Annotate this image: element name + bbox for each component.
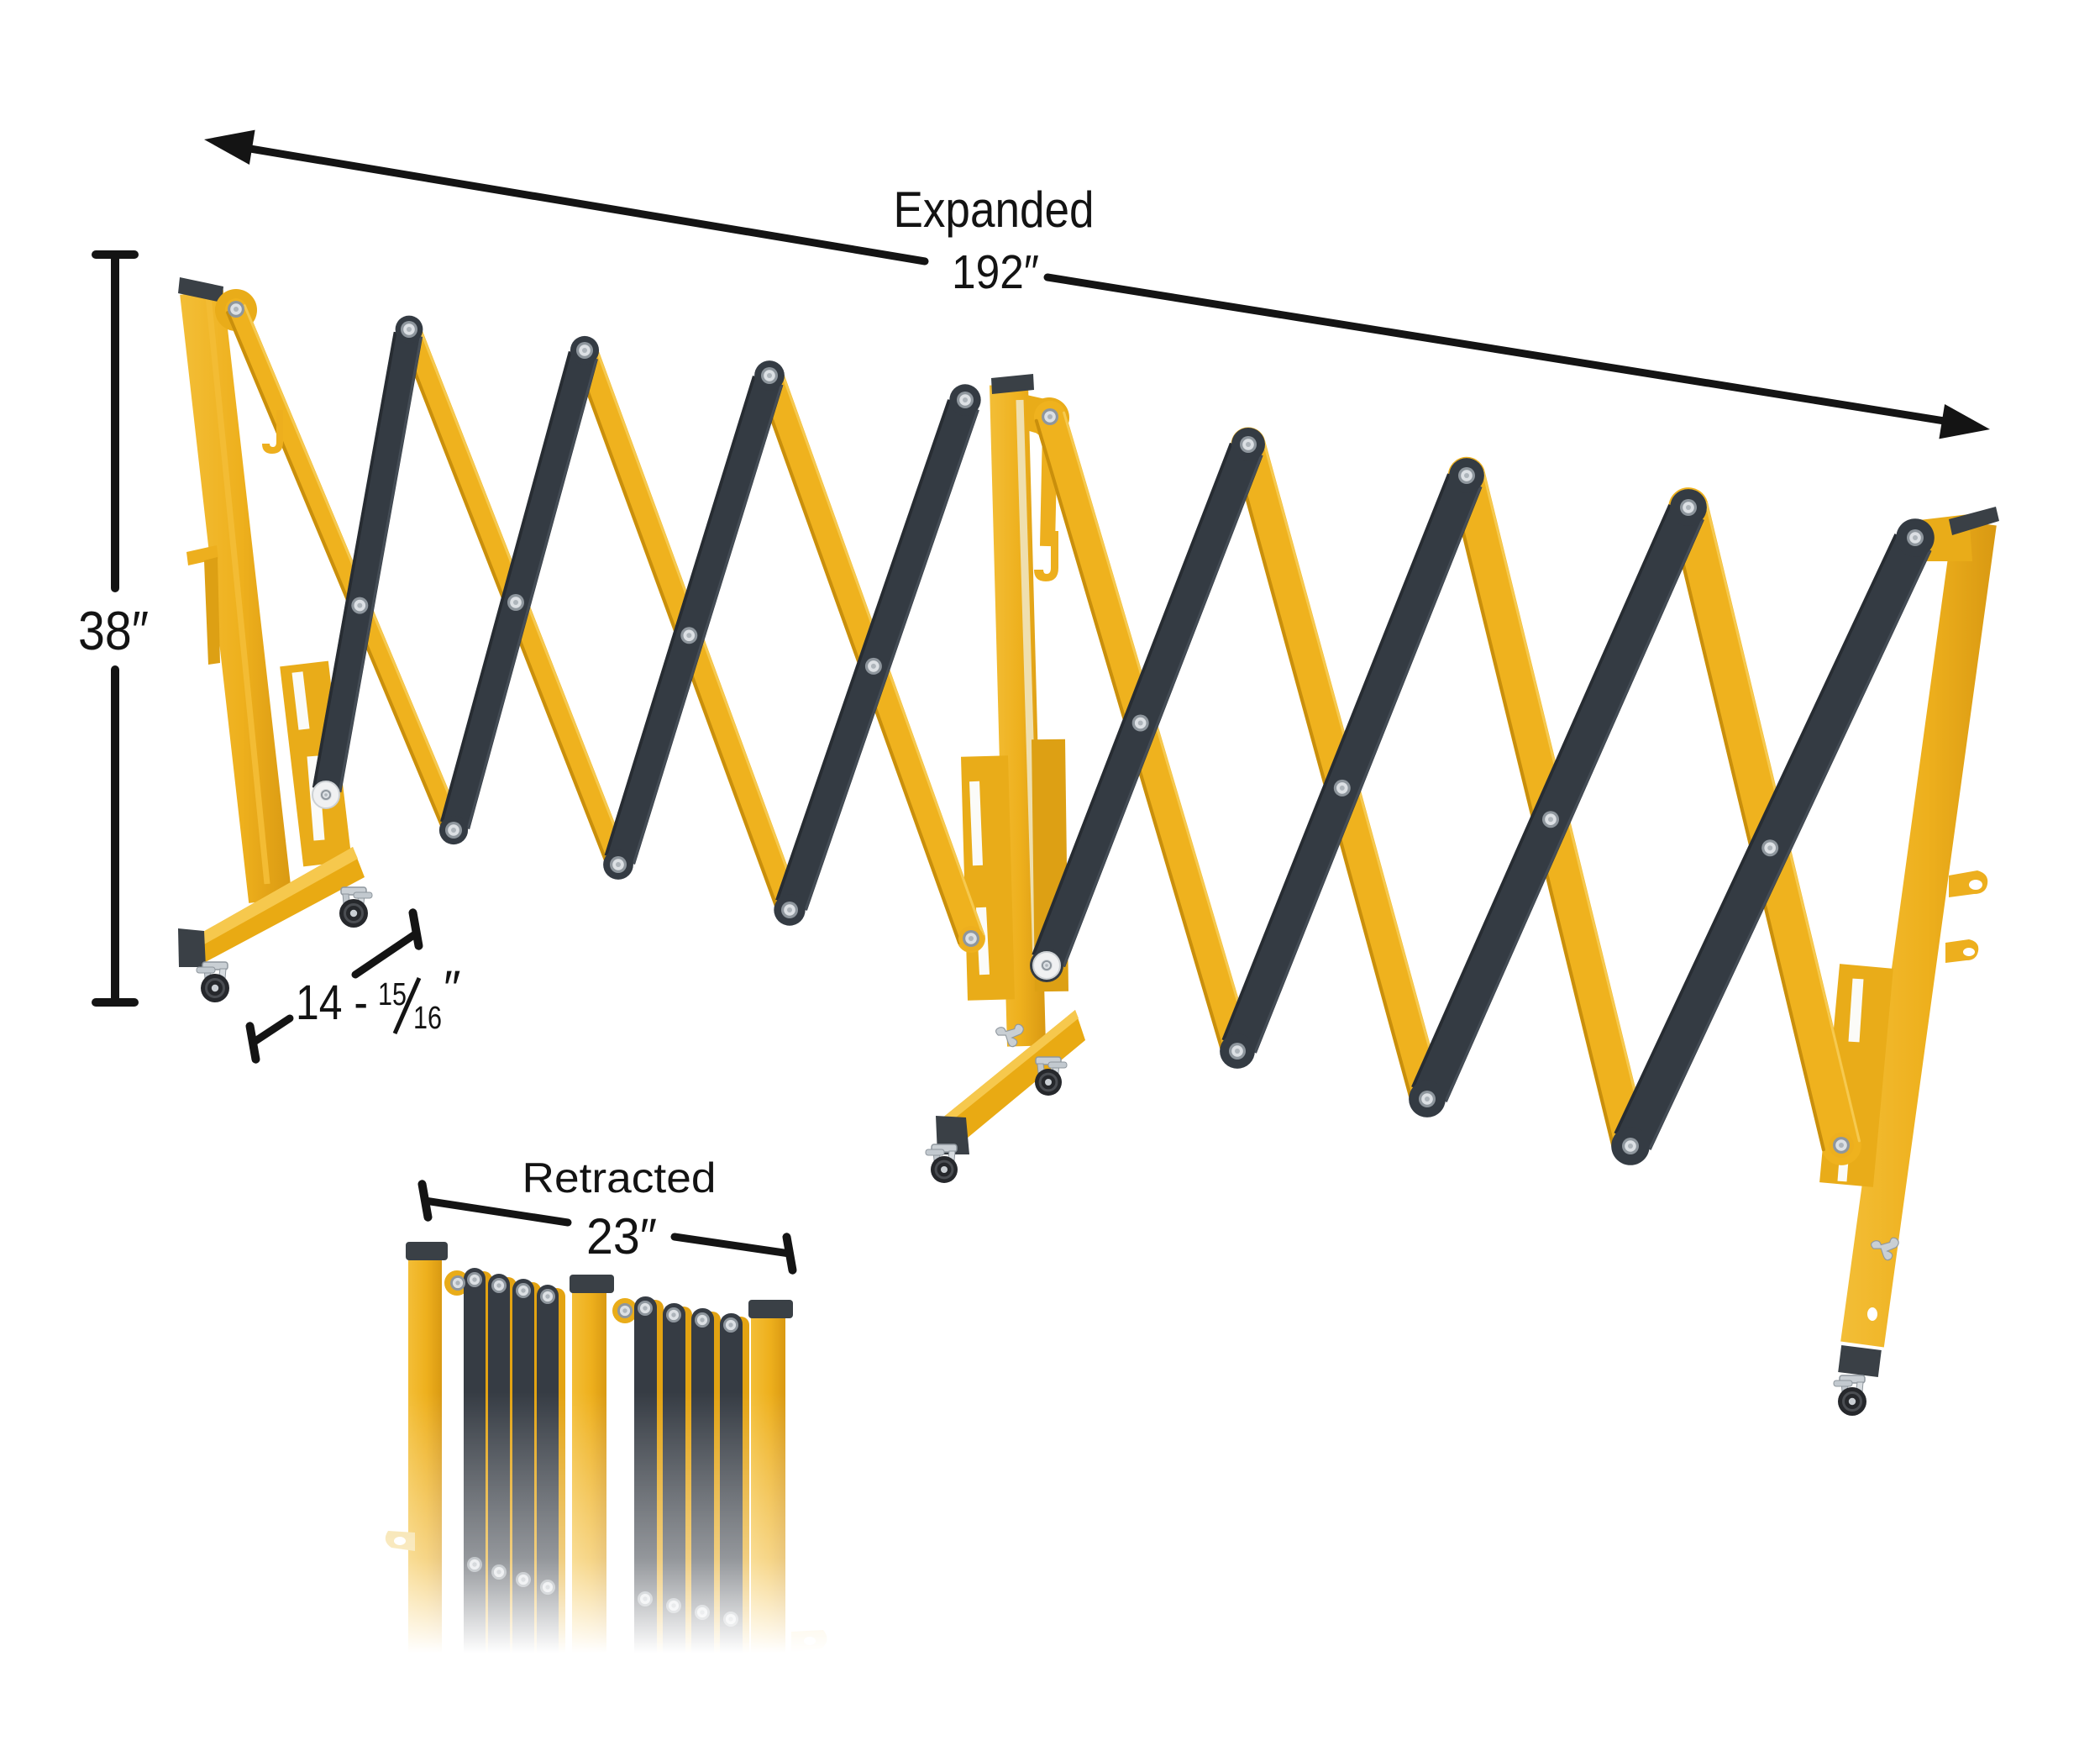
svg-text:16: 16: [413, 1001, 442, 1036]
svg-text:14 -: 14 -: [296, 975, 368, 1030]
svg-text:192″: 192″: [952, 245, 1039, 299]
svg-text:15: 15: [378, 977, 407, 1012]
svg-text:Retracted: Retracted: [522, 1154, 717, 1202]
svg-text:″: ″: [444, 961, 461, 1016]
svg-text:Expanded: Expanded: [894, 181, 1095, 238]
svg-text:23″: 23″: [586, 1208, 657, 1265]
svg-text:38″: 38″: [78, 600, 149, 661]
